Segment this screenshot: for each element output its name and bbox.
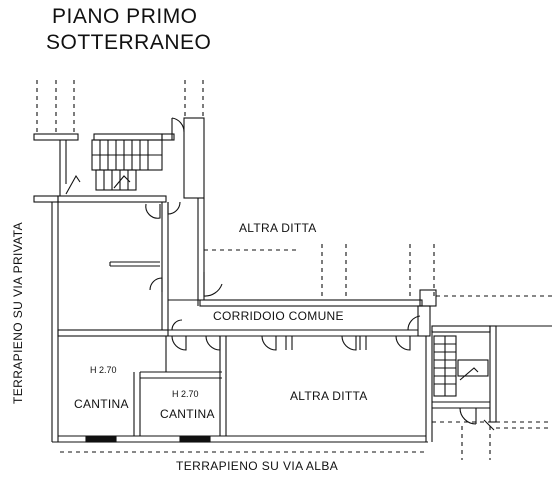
title-line-1: PIANO PRIMO <box>52 5 198 28</box>
room-label-cantina-right: CANTINA <box>160 407 215 421</box>
room-label-corridoio-comune: CORRIDOIO COMUNE <box>213 309 344 323</box>
room-label-cantina-left: CANTINA <box>74 397 129 411</box>
dashed-altra-ditta-top <box>204 244 435 300</box>
corridor-walls <box>168 198 423 337</box>
side-label-bottom: TERRAPIENO SU VIA ALBA <box>176 459 339 473</box>
dashed-right-bottom <box>432 325 552 460</box>
cantina-walls <box>52 335 428 443</box>
height-label-cantina-left: H 2.70 <box>90 365 117 375</box>
stair-block-top-left <box>33 117 205 215</box>
room-label-altra-ditta-top: ALTRA DITTA <box>239 221 317 235</box>
left-room-walls <box>51 202 169 442</box>
side-label-left: TERRAPIENO SU VIA PRIVATA <box>11 221 25 404</box>
title-line-2: SOTTERRANEO <box>46 31 212 54</box>
dashed-top-right <box>436 295 552 327</box>
dashed-extensions-top <box>36 80 204 134</box>
height-label-cantina-right: H 2.70 <box>172 389 199 399</box>
room-label-altra-ditta-bottom: ALTRA DITTA <box>290 389 368 403</box>
stair-block-right <box>407 289 497 442</box>
